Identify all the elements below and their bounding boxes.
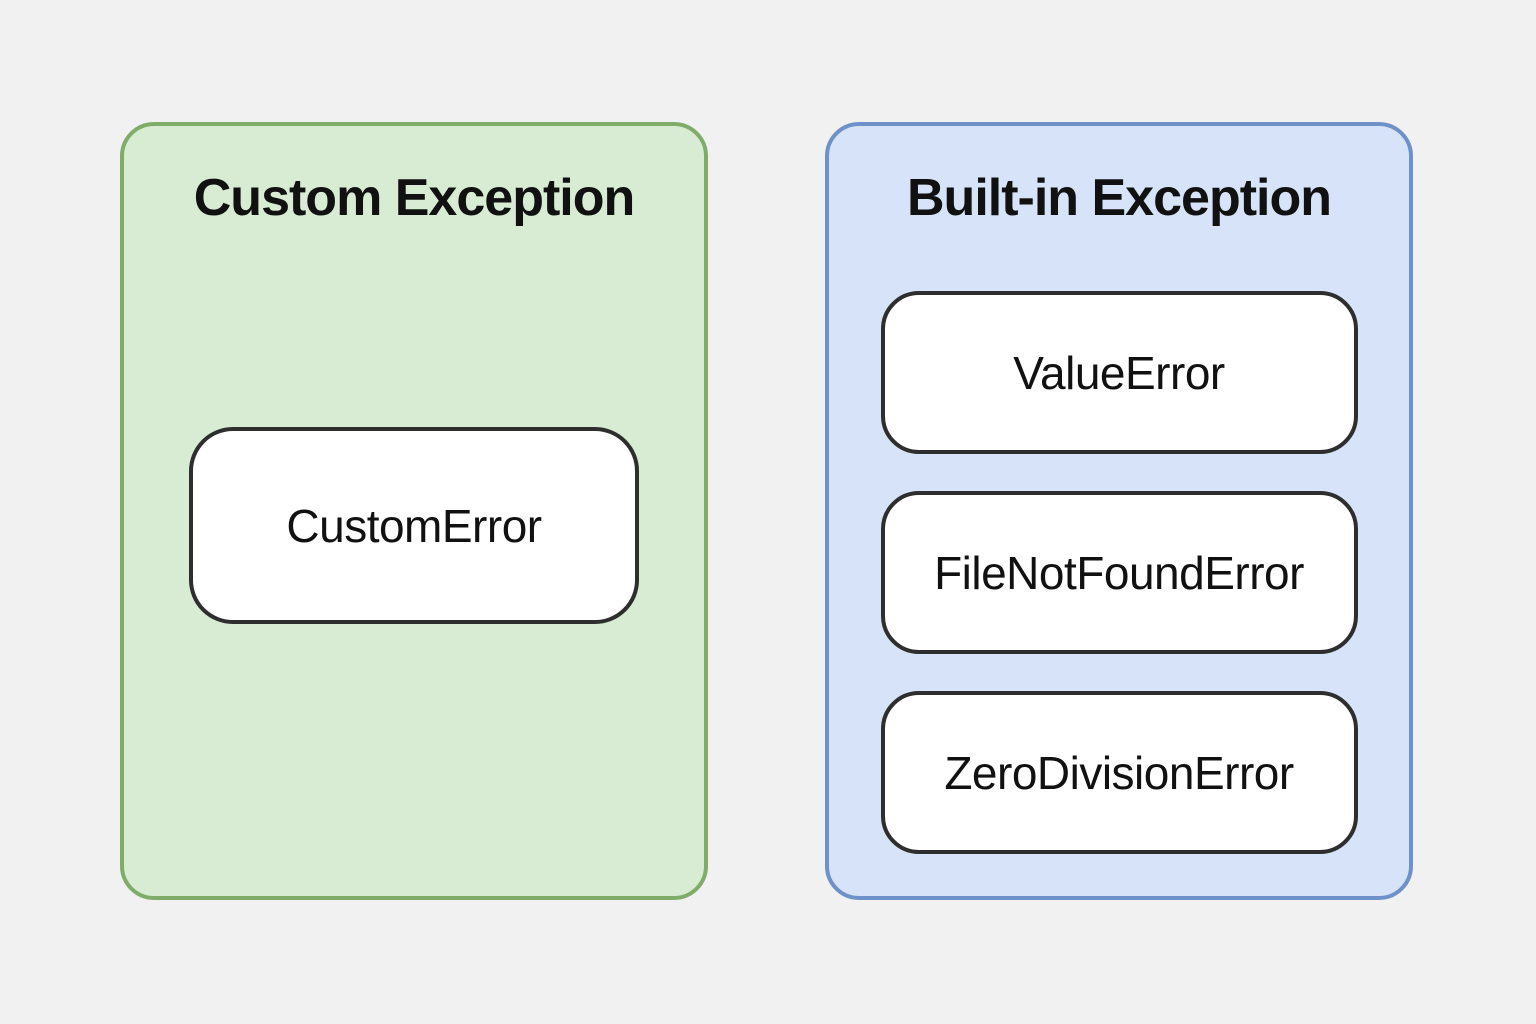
node-zero-division-error-label: ZeroDivisionError [944, 746, 1294, 799]
node-value-error-label: ValueError [1013, 346, 1225, 399]
builtin-exception-node-list: ValueError FileNotFoundError ZeroDivisio… [829, 291, 1409, 854]
node-value-error: ValueError [880, 291, 1358, 454]
custom-exception-title: Custom Exception [193, 169, 636, 227]
node-custom-error-label: CustomError [286, 499, 542, 552]
node-custom-error: CustomError [189, 427, 639, 624]
builtin-exception-title: Built-in Exception [907, 169, 1332, 227]
custom-exception-container: Custom Exception CustomError [120, 122, 708, 900]
builtin-exception-container: Built-in Exception ValueError FileNotFou… [825, 122, 1413, 900]
node-file-not-found-error: FileNotFoundError [880, 491, 1358, 654]
node-zero-division-error: ZeroDivisionError [880, 691, 1358, 854]
node-file-not-found-error-label: FileNotFoundError [934, 546, 1304, 599]
